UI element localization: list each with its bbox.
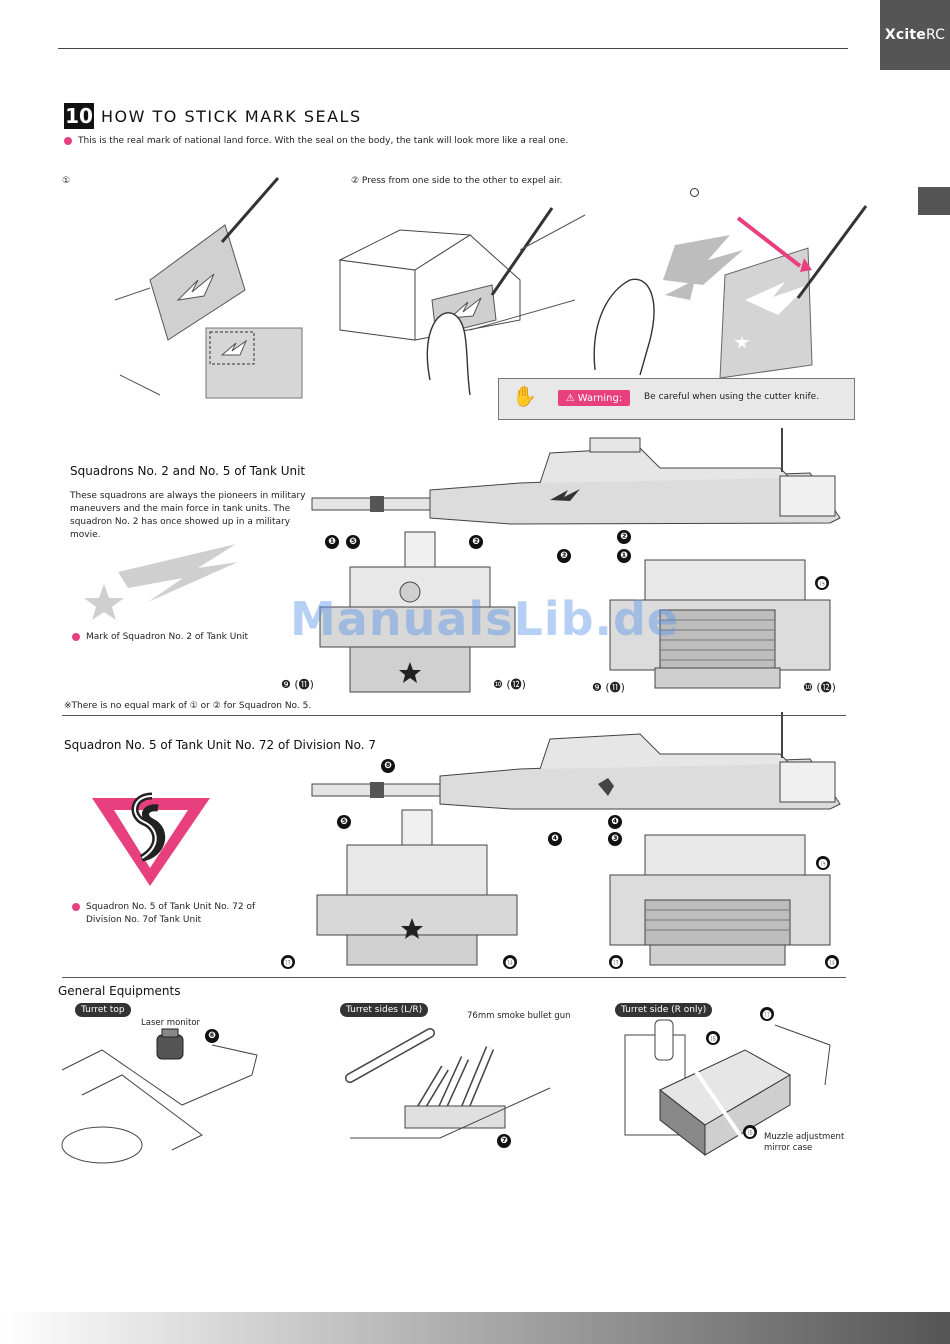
callout-8: ❽ <box>381 759 395 773</box>
callout-rear-right: ❿ (⓬) <box>803 681 836 694</box>
general-heading: General Equipments <box>58 984 181 998</box>
bullet-icon <box>72 903 80 911</box>
callout-15-b: ⓯ <box>816 856 830 870</box>
tank-rear-a <box>609 559 831 689</box>
callout-15: ⓯ <box>815 576 829 590</box>
callout-16-bottom: ⓰ <box>743 1125 757 1139</box>
squadron-a-mark-caption-text: Mark of Squadron No. 2 of Tank Unit <box>86 632 249 642</box>
step2-drawing <box>338 207 586 396</box>
chip-turret-top: Turret top <box>75 1003 131 1017</box>
chip-turret-side-r: Turret side (R only) <box>615 1003 713 1017</box>
callout-5-b: ❺ <box>337 815 351 829</box>
warning-label: ⚠ Warning: <box>558 390 630 406</box>
label-laser-monitor: Laser monitor <box>141 1018 201 1028</box>
callout-14-rear: ⓮ <box>825 955 839 969</box>
step2-label: ② Press from one side to the other to ex… <box>351 176 563 186</box>
watermark: ManualsLib.de <box>290 592 680 646</box>
callout-5: ❺ <box>346 535 360 549</box>
turret-top-drawing <box>61 1028 258 1164</box>
warning-text: Be careful when using the cutter knife. <box>644 392 820 402</box>
brand-name: Xcite <box>884 27 926 43</box>
callout-6: ❻ <box>205 1029 219 1043</box>
callout-13-rear: ⓭ <box>609 955 623 969</box>
step-illustrations <box>114 177 868 399</box>
bullet-icon <box>64 137 72 145</box>
squadron-a-description: These squadrons are always the pioneers … <box>70 491 306 540</box>
divider-2 <box>62 977 846 978</box>
callout-2-rear: ❷ <box>557 549 571 563</box>
section-number: 10 <box>64 103 94 129</box>
callout-4: ❹ <box>548 832 562 846</box>
turret-side-r-drawing <box>624 1019 831 1157</box>
squadron-b-heading: Squadron No. 5 of Tank Unit No. 72 of Di… <box>64 738 377 752</box>
step3-drawing <box>593 205 868 379</box>
chip-turret-sides: Turret sides (L/R) <box>340 1003 429 1017</box>
label-mirror-case-line2: mirror case <box>764 1143 813 1153</box>
squadron-5-mark <box>92 792 210 886</box>
callout-1: ❶ <box>325 535 339 549</box>
divider-1 <box>62 715 846 716</box>
step1-label: ① <box>62 176 71 186</box>
step1-drawing <box>114 177 303 399</box>
callout-17: ⓱ <box>760 1007 774 1021</box>
turret-sides-drawing <box>345 1028 551 1139</box>
squadron-b-caption-line1: Squadron No. 5 of Tank Unit No. 72 of <box>86 902 256 912</box>
tank-front-a <box>319 531 516 693</box>
tank-side-a <box>311 428 841 525</box>
callout-2: ❷ <box>469 535 483 549</box>
warning-label-text: Warning: <box>577 392 623 404</box>
squadron-2-mark <box>84 544 238 620</box>
callout-rear-left: ❾ (⓫) <box>592 681 625 694</box>
side-tab <box>918 187 950 215</box>
step3-marker <box>690 188 699 197</box>
tank-side-b <box>311 712 841 810</box>
label-smoke-gun: 76mm smoke bullet gun <box>467 1011 571 1021</box>
squadron-b-caption-line2: Division No. 7of Tank Unit <box>86 915 202 925</box>
squadron-b-mark-caption: Squadron No. 5 of Tank Unit No. 72 of Di… <box>72 901 255 927</box>
header-rule <box>58 48 848 49</box>
hand-icon: ✋ <box>512 384 537 408</box>
callout-7: ❼ <box>497 1134 511 1148</box>
callout-1-rear: ❶ <box>617 549 631 563</box>
footer-bar <box>0 1312 950 1344</box>
squadron-a-mark-caption: Mark of Squadron No. 2 of Tank Unit <box>72 632 248 642</box>
callout-3: ❸ <box>608 832 622 846</box>
callout-4-side: ❹ <box>608 815 622 829</box>
callout-14-front: ⓮ <box>503 955 517 969</box>
warning-triangle-icon: ⚠ <box>565 392 575 404</box>
tank-front-b <box>316 809 518 966</box>
label-mirror-case: Muzzle adjustment mirror case <box>764 1132 844 1154</box>
warning-box <box>498 378 855 420</box>
intro-line: This is the real mark of national land f… <box>64 136 568 146</box>
squadron-a-heading: Squadrons No. 2 and No. 5 of Tank Unit <box>70 464 306 478</box>
callout-13-front: ⓭ <box>281 955 295 969</box>
callout-front-right: ❿ (⓬) <box>493 678 526 691</box>
tank-rear-b <box>609 834 831 966</box>
intro-text: This is the real mark of national land f… <box>78 136 569 146</box>
callout-front-left: ❾ (⓫) <box>281 678 314 691</box>
brand-suffix: RC <box>925 27 946 43</box>
bullet-icon <box>72 633 80 641</box>
callout-2-side: ❷ <box>617 530 631 544</box>
callout-16-top: ⓰ <box>706 1031 720 1045</box>
section-title: HOW TO STICK MARK SEALS <box>101 107 362 126</box>
label-mirror-case-line1: Muzzle adjustment <box>764 1132 845 1142</box>
squadron-a-note: ※There is no equal mark of ① or ② for Sq… <box>64 701 312 711</box>
